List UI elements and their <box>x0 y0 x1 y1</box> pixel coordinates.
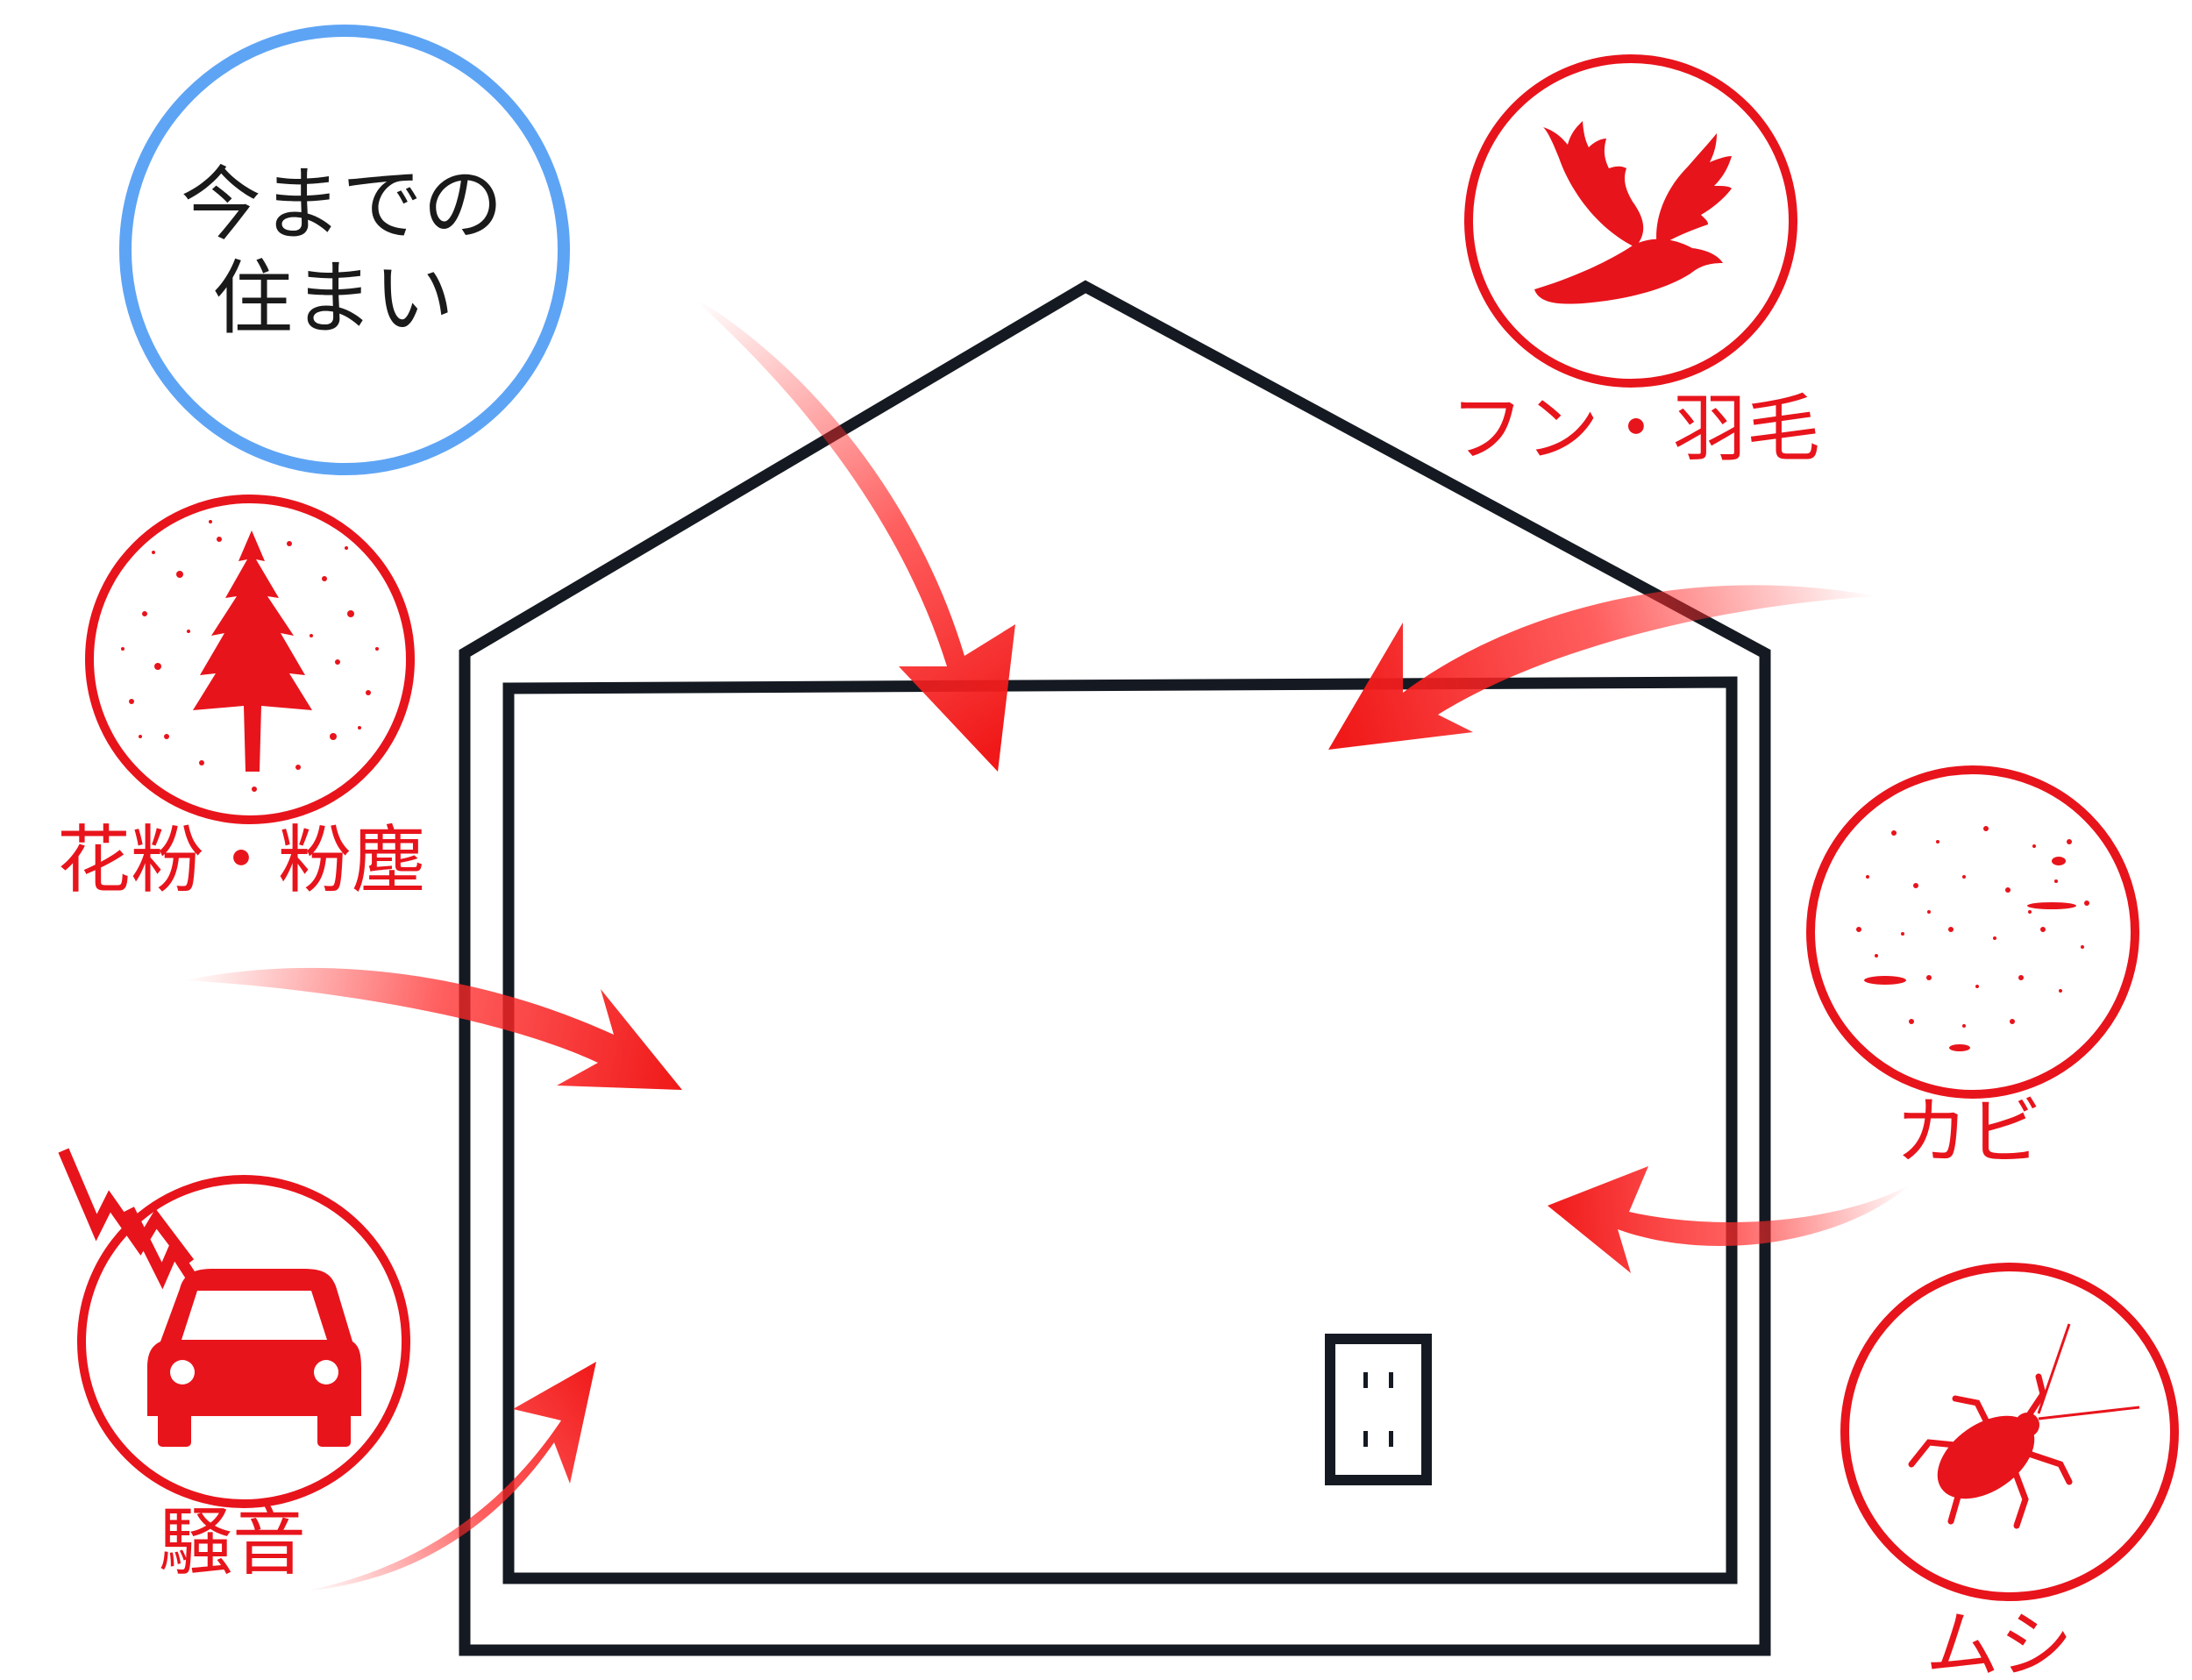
hazard-noise: 騒音 <box>58 1148 410 1585</box>
house-inner-outline <box>502 676 1738 1584</box>
bird-icon <box>1534 121 1732 304</box>
arrow-from-noise <box>302 1362 596 1591</box>
hazard-noise-label: 騒音 <box>159 1499 306 1585</box>
arrow-from-mold <box>1548 1166 1911 1273</box>
arrow-from-mold-top <box>1328 585 1876 750</box>
title-line-1: 今までの <box>181 158 503 252</box>
tree-pollen-icon <box>121 520 379 792</box>
cockroach-icon <box>1908 1323 2140 1529</box>
hazard-mold-label: カビ <box>1895 1089 2042 1175</box>
hazard-insect-label: ムシ <box>1925 1602 2073 1680</box>
mold-spores-icon <box>1856 826 2089 1051</box>
hazard-insect: ムシ <box>1840 1263 2179 1680</box>
house-outer-outline <box>459 280 1771 1656</box>
hazard-mold: カビ <box>1806 765 2139 1175</box>
title-badge: 今までの 住まい <box>119 25 570 475</box>
hazard-pollen-label: 花粉・粉塵 <box>57 817 425 903</box>
hazard-mold-ring <box>1806 765 2139 1099</box>
hazard-bird-label: フン・羽毛 <box>1450 386 1820 472</box>
car-noise-icon <box>147 1269 361 1447</box>
title-line-2: 住まい <box>212 252 454 345</box>
intrusion-arrows <box>184 294 1911 1591</box>
house <box>459 280 1771 1656</box>
arrow-from-bird <box>688 294 1015 772</box>
title-ring <box>119 25 570 475</box>
wall-outlet-icon <box>1325 1334 1432 1485</box>
arrow-from-pollen <box>184 967 682 1090</box>
lightning-bolt-icon <box>58 1148 203 1290</box>
hazard-pollen: 花粉・粉塵 <box>57 495 425 903</box>
hazard-bird: フン・羽毛 <box>1450 54 1820 472</box>
